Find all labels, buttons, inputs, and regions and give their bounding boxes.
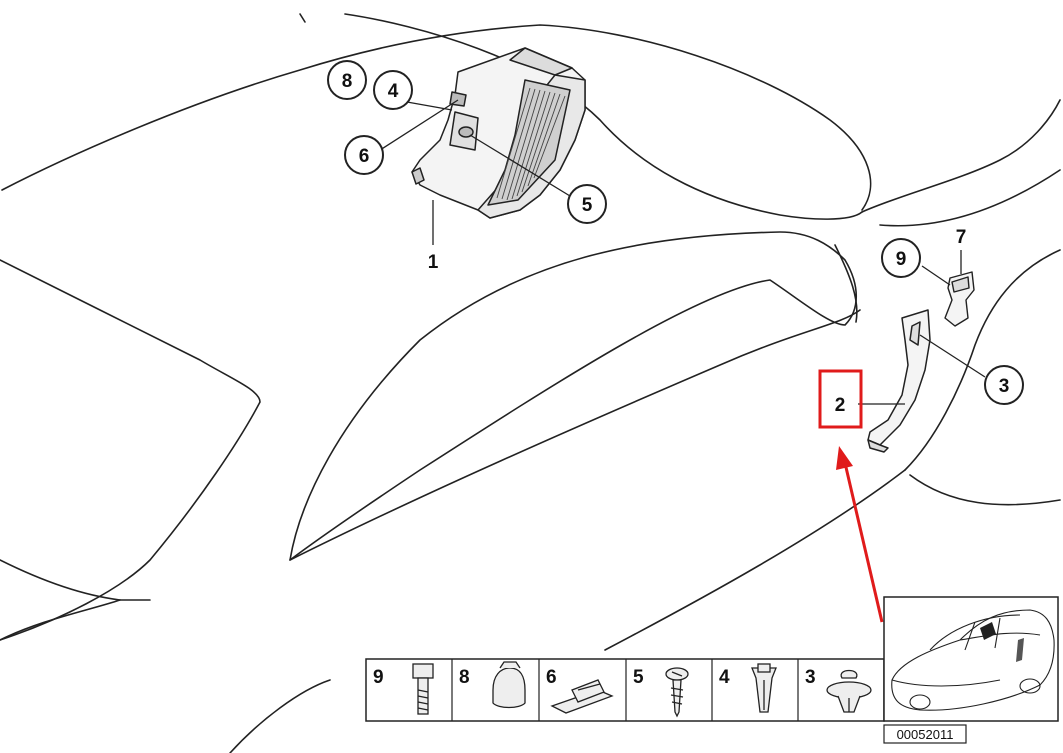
callout-8: 8 xyxy=(327,60,367,100)
callout-6-label: 6 xyxy=(359,146,370,167)
callout-8-label: 8 xyxy=(342,71,353,92)
lower-pillar-trim-part xyxy=(867,309,931,453)
legend-5-label: 5 xyxy=(633,667,644,688)
legend-4-label: 4 xyxy=(719,667,730,688)
highlight-arrow-head xyxy=(836,446,853,470)
callout-1-label: 1 xyxy=(428,252,439,273)
callout-5: 5 xyxy=(567,184,607,224)
screw-icon xyxy=(665,667,689,718)
clip-icon xyxy=(550,679,614,714)
cap-icon xyxy=(492,661,526,709)
legend-item-8: 8 xyxy=(459,661,526,709)
callout-3: 3 xyxy=(984,365,1024,405)
car-thumbnail-icon xyxy=(883,596,1059,722)
callout-3-label: 3 xyxy=(999,376,1010,397)
reference-code: 00052011 xyxy=(883,724,967,744)
legend-6-label: 6 xyxy=(546,667,557,688)
highlight-annotation xyxy=(818,369,884,623)
legend-3-label: 3 xyxy=(805,667,816,688)
callout-2-label: 2 xyxy=(835,395,846,416)
expanding-nut-icon xyxy=(751,663,777,713)
legend-item-4: 4 xyxy=(719,663,777,713)
callout-2: 2 xyxy=(835,395,846,416)
highlight-arrow-shaft xyxy=(843,462,884,623)
callout-7-label: 7 xyxy=(956,227,967,248)
callout-9-label: 9 xyxy=(896,249,907,270)
callout-9: 9 xyxy=(881,238,921,278)
callout-7: 7 xyxy=(956,227,967,248)
legend-9-label: 9 xyxy=(373,667,384,688)
callout-group: 8 4 6 5 1 9 7 3 2 xyxy=(327,60,1024,416)
callout-1: 1 xyxy=(428,252,439,273)
legend-8-label: 8 xyxy=(459,667,470,688)
leader-lines xyxy=(376,99,986,405)
push-rivet-icon xyxy=(826,669,872,713)
car-body-outline xyxy=(0,13,1061,753)
callout-4: 4 xyxy=(373,70,413,110)
callout-5-label: 5 xyxy=(582,195,593,216)
legend-item-9: 9 xyxy=(373,663,434,715)
legend-item-6: 6 xyxy=(546,667,614,714)
clip-bracket-part xyxy=(944,271,975,327)
callout-4-label: 4 xyxy=(388,81,399,102)
legend-item-5: 5 xyxy=(633,667,689,718)
highlight-box xyxy=(818,369,863,429)
bolt-icon xyxy=(412,663,434,715)
parts-legend: 9 8 6 xyxy=(365,658,885,722)
callout-6: 6 xyxy=(344,135,384,175)
reference-code-label: 00052011 xyxy=(897,727,954,742)
legend-item-3: 3 xyxy=(805,667,872,713)
b-pillar-trim-part xyxy=(411,47,586,219)
